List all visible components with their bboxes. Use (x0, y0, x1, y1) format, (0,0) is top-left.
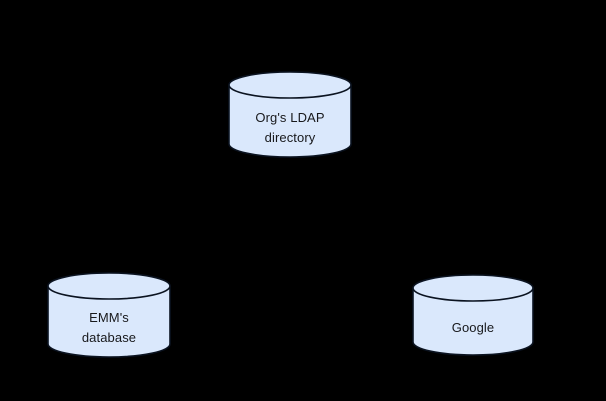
cylinder-top-cap (47, 272, 171, 300)
node-google[interactable]: Google (412, 274, 534, 356)
database-cylinder-icon (47, 272, 171, 358)
cylinder-top-cap (228, 71, 352, 99)
database-cylinder-icon (412, 274, 534, 356)
cylinder-body (228, 84, 352, 158)
cylinder-body (47, 285, 171, 358)
database-cylinder-icon (228, 71, 352, 158)
cylinder-body (412, 287, 534, 356)
cylinder-top-cap (412, 274, 534, 302)
